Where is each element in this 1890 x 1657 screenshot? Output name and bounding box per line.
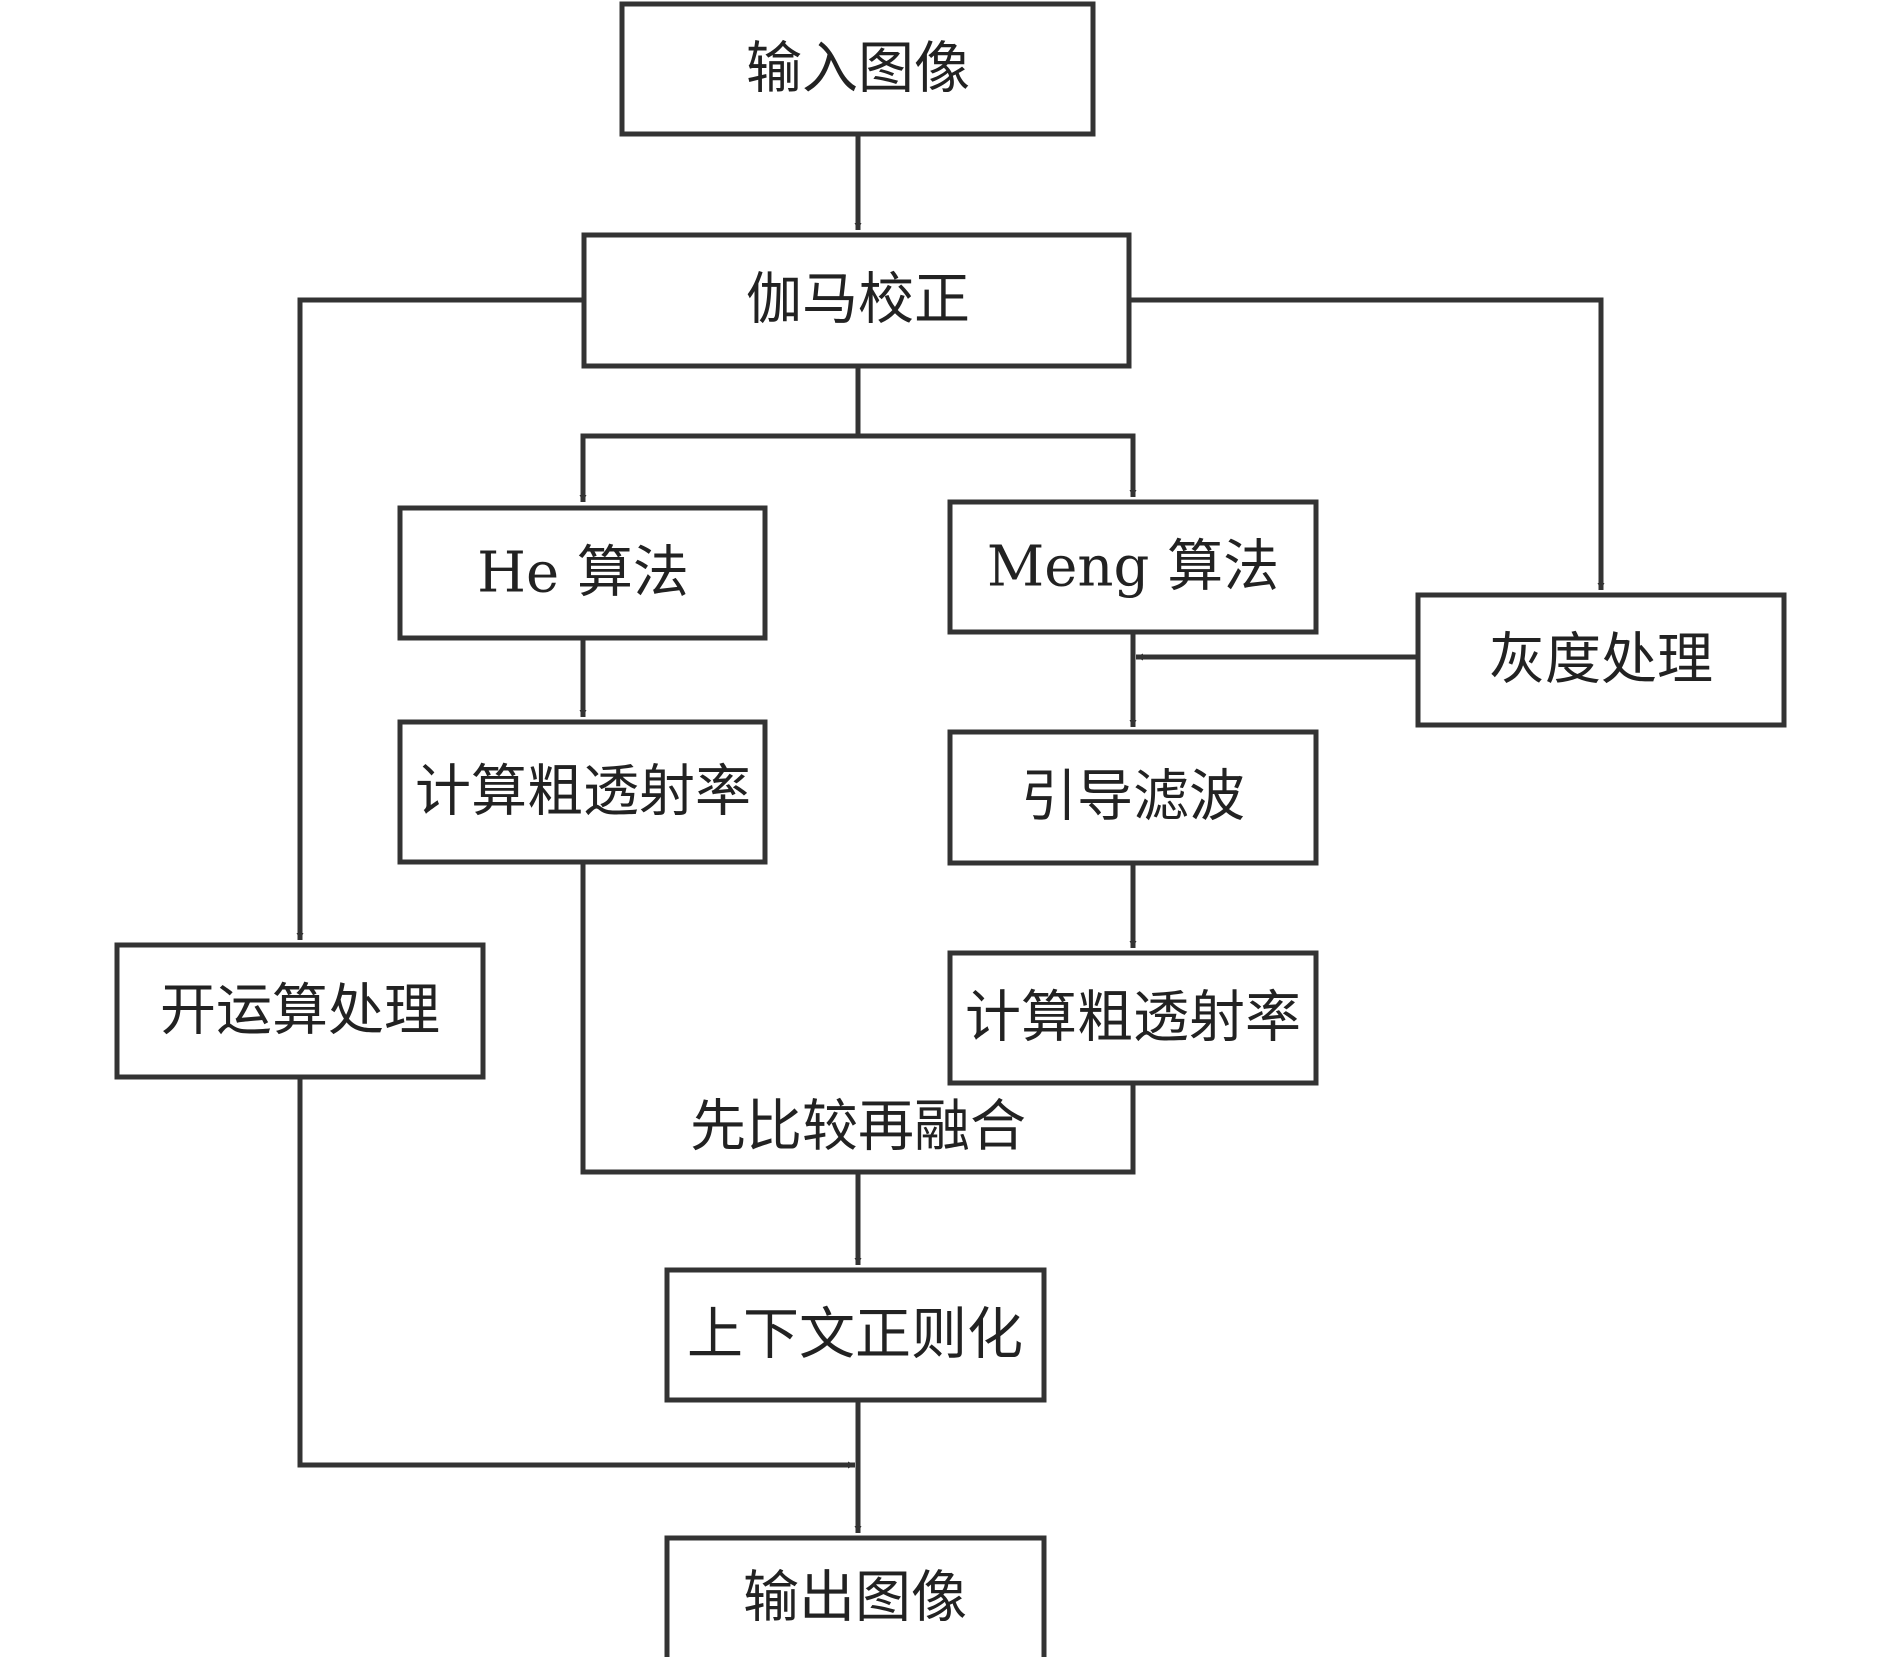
node-output: 输出图像 (664, 1535, 1047, 1657)
node-meng-label: Meng 算法 (987, 535, 1279, 600)
node-coarse-right: 计算粗透射率 (947, 950, 1319, 1086)
edge-gamma-to-gray (1129, 297, 1605, 590)
edge-gamma-to-opening (296, 297, 584, 940)
node-he-label: He 算法 (477, 541, 689, 606)
node-opening: 开运算处理 (114, 942, 486, 1080)
node-input: 输入图像 (619, 1, 1096, 137)
edge-opening-to-output (297, 1077, 855, 1469)
edge-label-compare-fuse: 先比较再融合 (690, 1095, 1026, 1160)
node-output-label: 输出图像 (743, 1566, 967, 1631)
node-coarse-right-label: 计算粗透射率 (965, 986, 1301, 1051)
node-input-label: 输入图像 (746, 37, 970, 102)
node-context-reg-label: 上下文正则化 (687, 1303, 1023, 1368)
node-context-reg: 上下文正则化 (664, 1267, 1047, 1403)
node-guided-filter: 引导滤波 (947, 729, 1319, 866)
node-guided-filter-label: 引导滤波 (1021, 765, 1245, 830)
node-gray-label: 灰度处理 (1489, 628, 1713, 693)
node-he: He 算法 (397, 505, 768, 641)
node-gamma-label: 伽马校正 (746, 268, 970, 333)
edge-split-to-he (579, 433, 858, 502)
node-meng: Meng 算法 (947, 499, 1319, 635)
node-opening-label: 开运算处理 (160, 979, 440, 1044)
node-coarse-left-label: 计算粗透射率 (415, 760, 751, 825)
node-coarse-left: 计算粗透射率 (397, 719, 768, 865)
node-gamma: 伽马校正 (581, 232, 1132, 369)
edge-split-to-meng (858, 433, 1137, 497)
node-gray: 灰度处理 (1415, 592, 1787, 728)
